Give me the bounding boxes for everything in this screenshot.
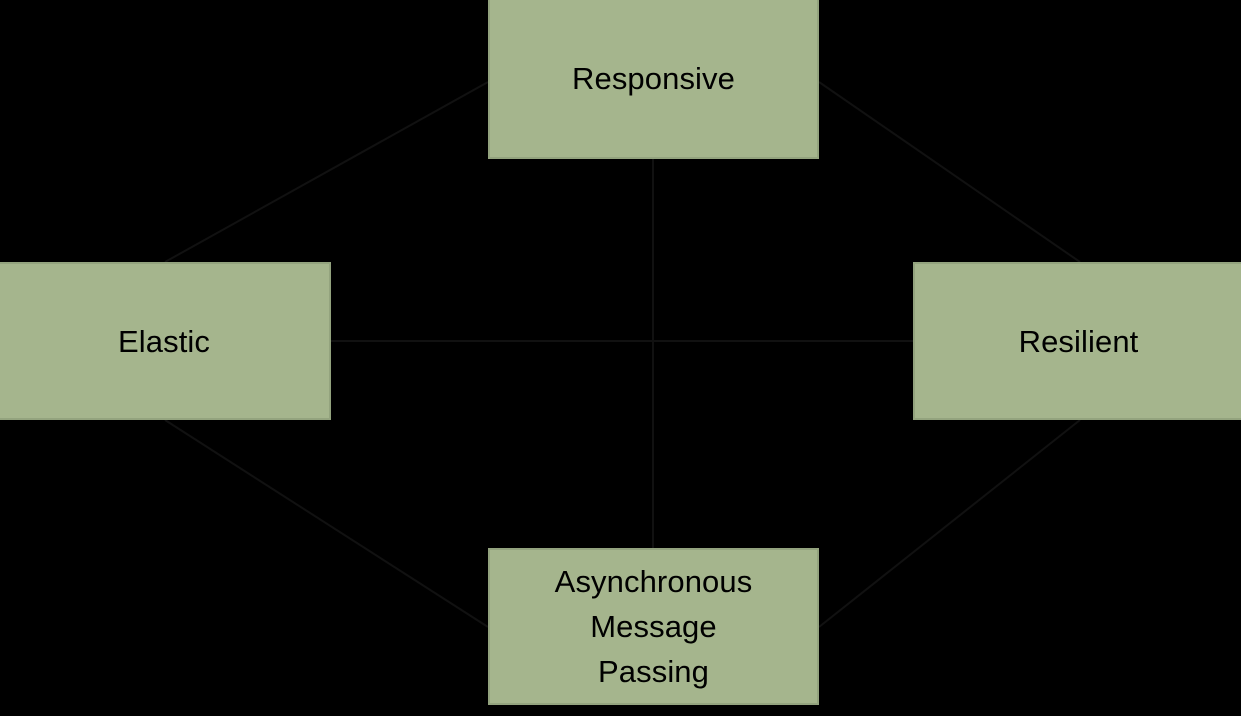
- connector-resilient-async: [818, 419, 1081, 628]
- node-elastic[interactable]: Elastic: [0, 262, 331, 420]
- node-responsive[interactable]: Responsive: [488, 0, 819, 159]
- connector-elastic-responsive: [164, 81, 489, 263]
- connector-resilient-responsive: [818, 81, 1081, 263]
- node-elastic-label: Elastic: [117, 323, 210, 359]
- node-asynchronous-message-passing-label: Asynchronous Message Passing: [554, 564, 753, 689]
- node-resilient-label: Resilient: [1018, 323, 1139, 359]
- node-responsive-label: Responsive: [572, 60, 735, 96]
- node-asynchronous-message-passing[interactable]: Asynchronous Message Passing: [488, 548, 819, 705]
- node-resilient[interactable]: Resilient: [913, 262, 1241, 420]
- connector-elastic-async: [164, 419, 489, 628]
